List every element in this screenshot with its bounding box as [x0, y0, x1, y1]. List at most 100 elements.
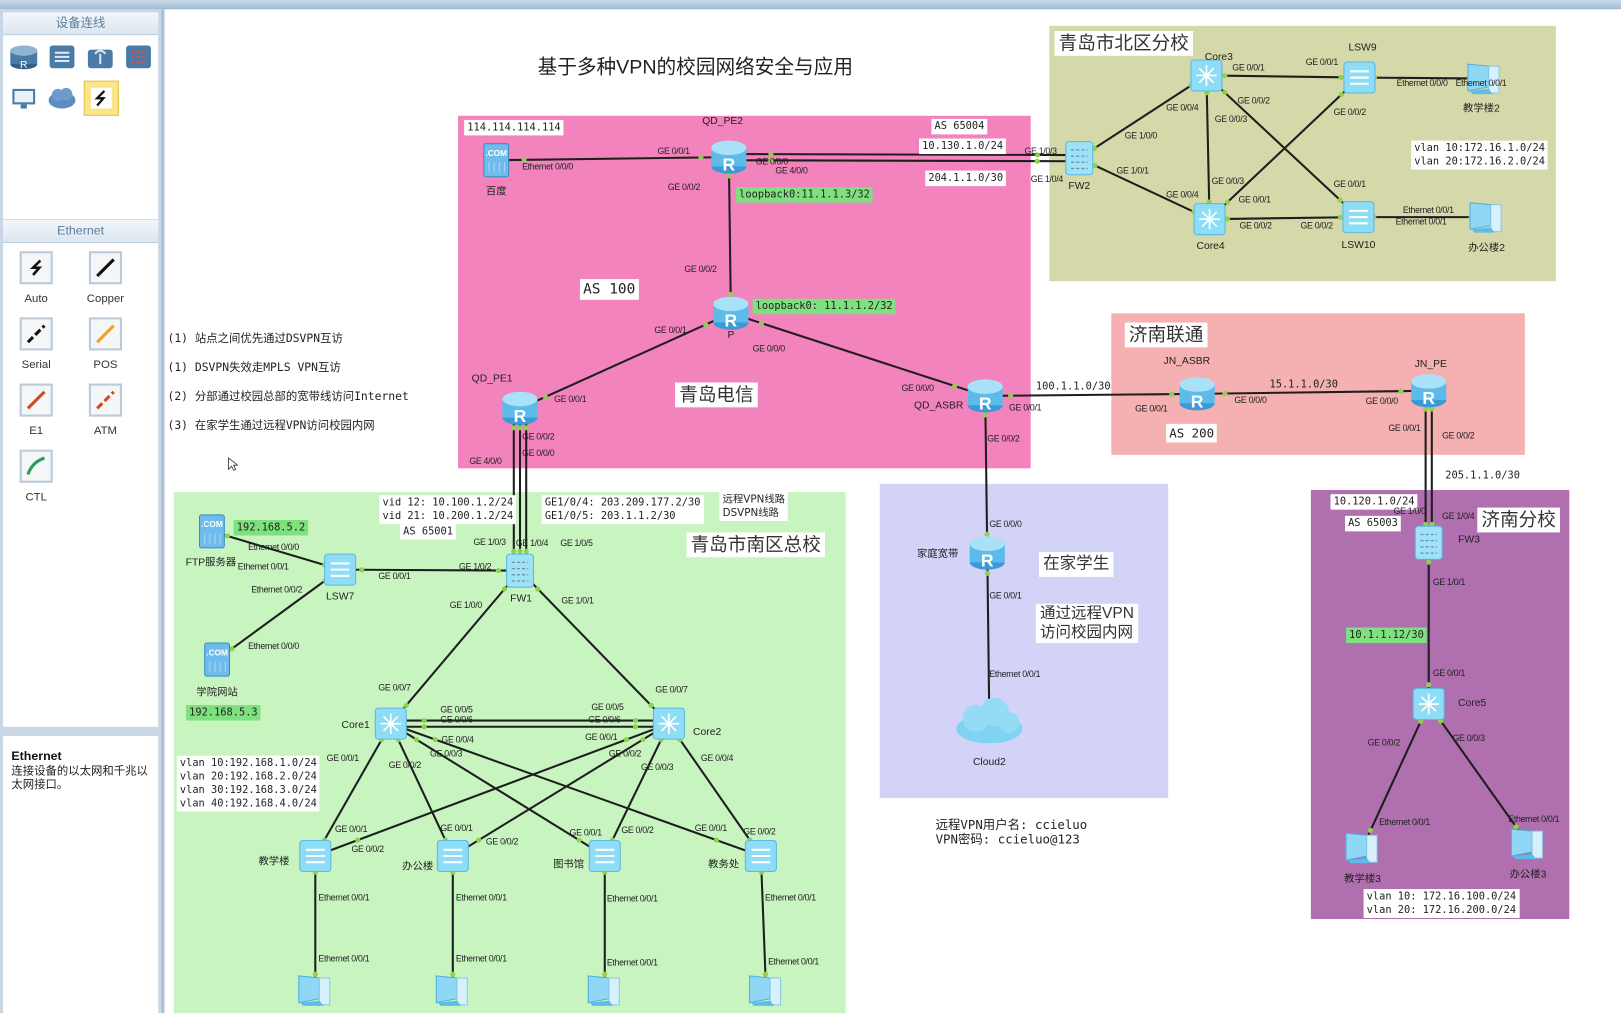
pc-pc3a-icon[interactable] [1342, 829, 1383, 866]
link-home-cloud2[interactable] [986, 553, 991, 722]
pc-pc4-icon[interactable] [745, 972, 786, 1009]
link-pe2-p[interactable] [727, 157, 732, 314]
serial-link-button[interactable] [19, 317, 53, 351]
copper-link-button[interactable] [88, 251, 122, 285]
link-asbr-jnasbr[interactable] [985, 392, 1198, 397]
link-pe2-fw2[interactable] [728, 159, 1080, 163]
pc-pc1-icon[interactable] [295, 972, 336, 1009]
port-dot [421, 717, 427, 724]
pc-pc2a-icon[interactable] [1464, 60, 1505, 97]
link-core1-sw2[interactable] [389, 723, 454, 857]
switch-sw3-icon[interactable] [584, 837, 625, 874]
link-core1-sw4[interactable] [390, 722, 762, 857]
l3switch-core3-icon[interactable] [1186, 57, 1227, 94]
link-core2-sw4[interactable] [668, 723, 762, 857]
server-baidu-icon[interactable]: .COM [476, 142, 517, 179]
link-core1-sw1[interactable] [314, 723, 392, 857]
link-core5-pc3b[interactable] [1427, 703, 1529, 845]
link-lsw9-pc2a[interactable] [1359, 76, 1485, 80]
device-label: 图书馆 [553, 859, 585, 871]
link-lsw7-fw1[interactable] [340, 568, 521, 572]
link-panel: Ethernet Auto Copper Serial POS E1 ATM C… [3, 220, 159, 727]
pc-pc2-icon[interactable] [432, 972, 473, 1009]
atm-link-button[interactable] [88, 383, 122, 417]
link-fw1-core1[interactable] [389, 569, 521, 725]
link-fw2-core3[interactable] [1078, 74, 1208, 160]
link-fw1-core2[interactable] [519, 569, 670, 725]
link-asbr-home[interactable] [984, 395, 989, 554]
link-core2-sw1[interactable] [314, 722, 670, 857]
router-jnasbr-icon[interactable]: R [1176, 375, 1217, 412]
link-core2-sw3[interactable] [603, 723, 670, 857]
l3switch-core2-icon[interactable] [648, 705, 689, 742]
pos-link-button[interactable] [88, 317, 122, 351]
wireless-icon[interactable] [85, 41, 116, 72]
svg-text:R: R [20, 60, 27, 71]
router-icon[interactable]: R [8, 41, 39, 72]
pc-pc3-icon[interactable] [584, 972, 625, 1009]
firewall-fw2-icon[interactable] [1059, 140, 1100, 177]
cloud-cloud2-icon[interactable] [956, 697, 1023, 744]
firewall-fw3-icon[interactable] [1408, 524, 1449, 561]
router-home-icon[interactable]: R [967, 534, 1008, 571]
auto-link-button[interactable] [19, 251, 53, 285]
router-pe1-icon[interactable]: R [499, 390, 540, 427]
link-icon[interactable] [83, 80, 119, 116]
port-dot [768, 157, 774, 163]
link-core4-lsw9[interactable] [1208, 76, 1361, 220]
link-core5-pc3a[interactable] [1361, 703, 1430, 849]
link-core3-lsw9[interactable] [1206, 74, 1360, 79]
link-p-asbr[interactable] [730, 312, 986, 397]
device-label: 办公楼2 [1468, 242, 1505, 255]
link-core4-lsw10[interactable] [1209, 216, 1359, 221]
link-pe2-fw2[interactable] [728, 153, 1080, 157]
server-ftp-icon[interactable]: .COM [191, 513, 232, 550]
ctl-link-button[interactable] [19, 449, 53, 483]
pc-pc3b-icon[interactable] [1507, 825, 1548, 862]
firewall-icon[interactable] [123, 41, 154, 72]
l3switch-core1-icon[interactable] [370, 705, 411, 742]
router-asbr-icon[interactable]: R [965, 377, 1006, 414]
device-label: LSW10 [1341, 239, 1376, 252]
link-core1-sw3[interactable] [390, 722, 606, 857]
switch-sw4-icon[interactable] [740, 837, 781, 874]
link-fw2-core4[interactable] [1078, 157, 1210, 221]
port-label: GE 0/0/1 [1305, 56, 1339, 68]
link-core3-core4[interactable] [1205, 75, 1211, 220]
pc-icon[interactable] [8, 83, 39, 114]
link-sw4-pc4[interactable] [759, 855, 768, 991]
switch-sw2-icon[interactable] [432, 837, 473, 874]
port-dot [768, 151, 774, 157]
switch-sw1-icon[interactable] [295, 837, 336, 874]
port-dot [1224, 216, 1230, 222]
port-dot [762, 971, 769, 977]
link-core3-lsw10[interactable] [1205, 74, 1360, 218]
link-jnasbr-jnpe[interactable] [1197, 389, 1429, 395]
l3switch-core5-icon[interactable] [1408, 685, 1449, 722]
port-label: GE 0/0/2 [485, 836, 519, 847]
switch-icon[interactable] [47, 41, 78, 72]
link-web-lsw7[interactable] [216, 568, 341, 661]
switch-lsw10-icon[interactable] [1338, 198, 1379, 235]
l3switch-core4-icon[interactable] [1189, 201, 1230, 238]
pc-pc2b-icon[interactable] [1466, 198, 1507, 235]
link-ftp-lsw7[interactable] [211, 530, 341, 571]
baidu-ip: 114.114.114.114 [464, 119, 564, 136]
router-p-icon[interactable]: R [710, 295, 751, 332]
link-core2-sw2[interactable] [452, 722, 670, 857]
server-web-icon[interactable]: .COM [196, 641, 237, 678]
router-pe2-icon[interactable]: R [708, 139, 749, 176]
router-jnpe-icon[interactable]: R [1408, 372, 1449, 409]
switch-lsw7-icon[interactable] [319, 551, 360, 588]
region-title-jinan-campus: 济南分校 [1477, 507, 1561, 533]
link-baidu-pe2[interactable] [496, 156, 729, 162]
as65004-label: AS 65004 [931, 118, 988, 135]
port-dot [1398, 388, 1404, 394]
firewall-fw1-icon[interactable] [499, 552, 540, 589]
link-p-pe1[interactable] [519, 312, 732, 410]
e1-link-button[interactable] [19, 383, 53, 417]
cloud-icon[interactable] [47, 83, 78, 114]
switch-lsw9-icon[interactable] [1339, 59, 1380, 96]
port-label: GE 4/0/0 [469, 455, 502, 467]
